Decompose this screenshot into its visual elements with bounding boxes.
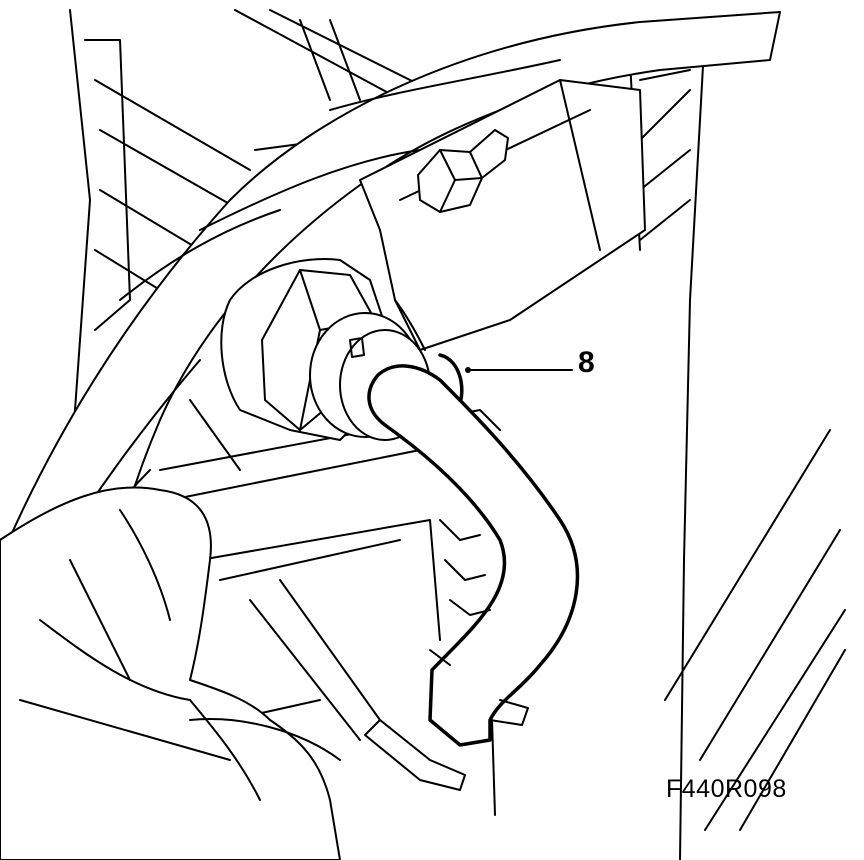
bolt-icon bbox=[417, 129, 509, 213]
body-panel bbox=[629, 29, 846, 860]
figure-code-label: F440R098 bbox=[666, 775, 787, 803]
hose-pipe bbox=[367, 364, 580, 816]
hand-glove bbox=[0, 486, 341, 860]
retaining-clip bbox=[364, 519, 491, 791]
part-callout-number: 8 bbox=[578, 346, 595, 379]
callout-leader bbox=[465, 367, 573, 373]
